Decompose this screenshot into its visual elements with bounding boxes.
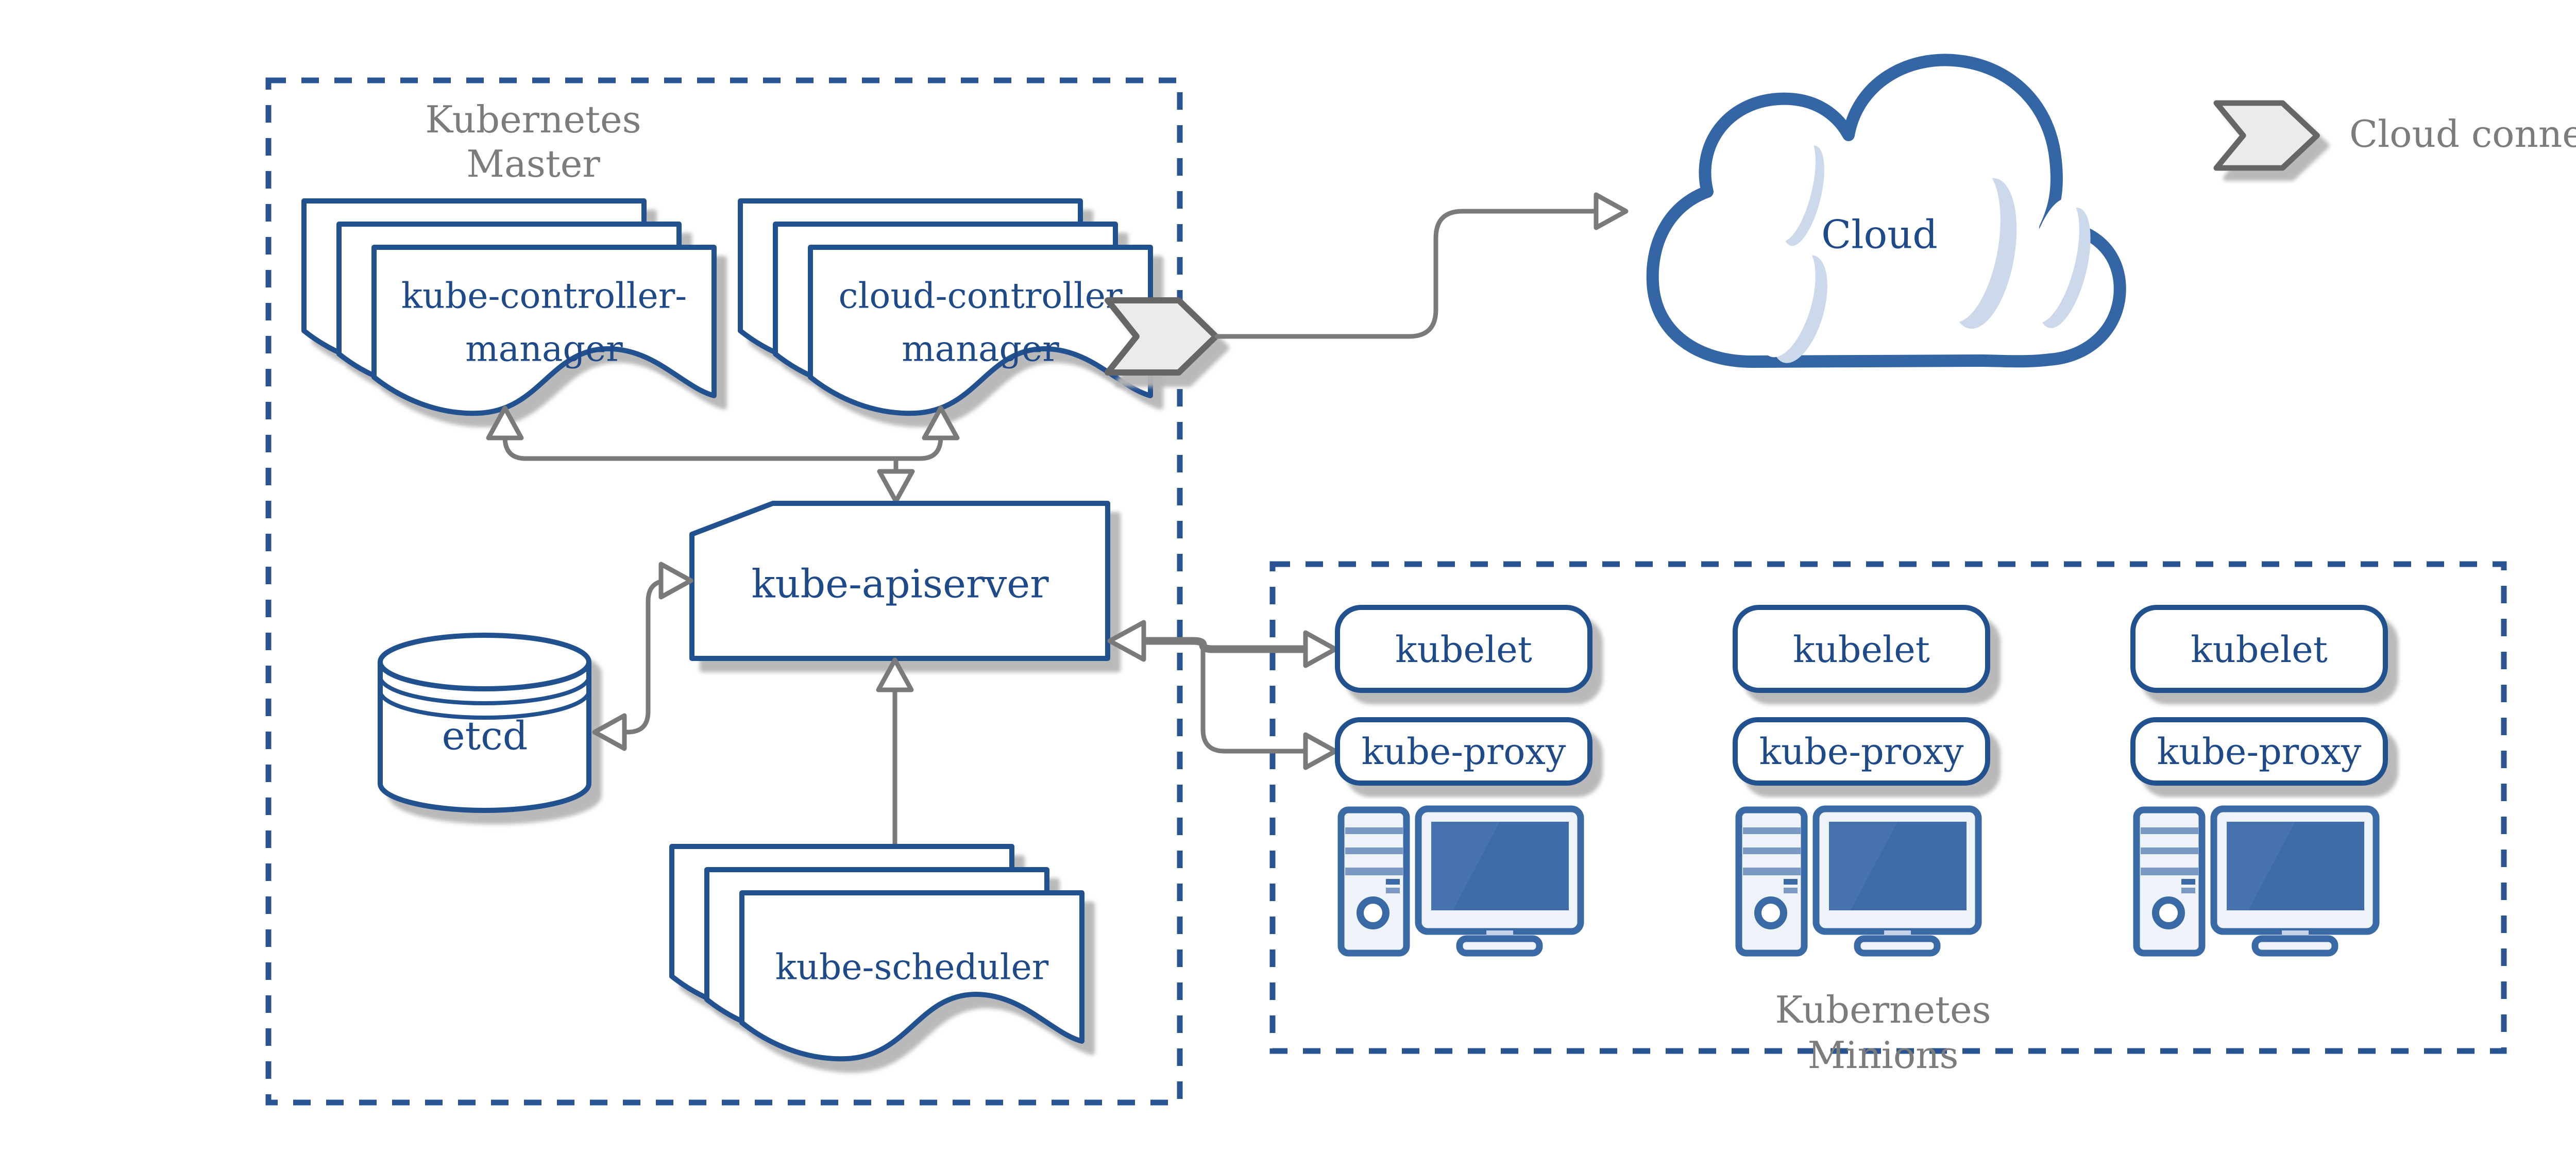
kubelet-label: kubelet <box>1395 629 1532 671</box>
kube-proxy-label: kube-proxy <box>1759 731 1964 773</box>
database-cylinder-icon <box>378 633 591 813</box>
minion-node-1: kubelet kube-proxy <box>1335 605 1592 957</box>
kube-controller-manager-node: kube-controller- manager <box>304 201 714 413</box>
cloud-connector-legend: Cloud connector <box>2216 103 2576 168</box>
kube-apiserver-card <box>689 501 1110 661</box>
etcd-node: etcd <box>378 633 591 813</box>
arrowhead-up <box>876 657 914 692</box>
kube-proxy-box <box>1733 717 1990 786</box>
master-title-line2: Master <box>466 142 600 185</box>
cloud-controller-manager-node: cloud-controller manager <box>740 201 1150 413</box>
kubelet-label: kubelet <box>2191 629 2328 671</box>
apiserver-minions-arrow <box>1107 620 1338 770</box>
kube-proxy-box <box>1335 717 1592 786</box>
minion-node-3: kubelet kube-proxy <box>2130 605 2388 957</box>
kube-proxy-box <box>2130 717 2388 786</box>
kube-proxy-label: kube-proxy <box>2157 731 2362 773</box>
cloud-controller-manager-label-line1: cloud-controller <box>839 276 1123 317</box>
kubelet-box <box>1733 605 1990 693</box>
arrowhead-up <box>922 405 960 440</box>
power-button-icon <box>1357 896 1389 929</box>
computer-icon <box>1735 805 1982 957</box>
arrowhead-down <box>877 469 915 504</box>
cloud-connector-legend-label: Cloud connector <box>2349 112 2576 156</box>
computer-icon <box>1337 805 1584 957</box>
cloud-controller-manager-label-line2: manager <box>902 329 1059 370</box>
connector-cloud-arrow <box>1214 192 1629 339</box>
etcd-label: etcd <box>442 713 528 759</box>
cloud-connector-icon <box>2216 103 2317 168</box>
kubelet-box <box>1335 605 1592 693</box>
controllers-apiserver-arrow <box>486 405 960 504</box>
kubernetes-master-boundary <box>265 77 1183 1106</box>
kube-scheduler-node: kube-scheduler <box>672 846 1082 1059</box>
computer-icon <box>2133 805 2380 957</box>
arrowhead-left <box>592 713 627 751</box>
kubelet-box <box>2130 605 2388 693</box>
master-title-line1: Kubernetes <box>425 98 641 141</box>
minions-title-line2: Minions <box>1808 1033 1959 1077</box>
kube-apiserver-node: kube-apiserver <box>689 501 1110 661</box>
arrowhead-right <box>658 562 693 600</box>
power-button-icon <box>1754 896 1787 929</box>
kube-scheduler-label: kube-scheduler <box>775 947 1049 988</box>
arrowhead-up <box>486 405 524 440</box>
kube-controller-manager-label-line1: kube-controller- <box>401 276 687 317</box>
kube-apiserver-label: kube-apiserver <box>751 561 1049 607</box>
arrowhead-left <box>1107 620 1146 662</box>
kube-proxy-label: kube-proxy <box>1362 731 1566 773</box>
cloud-highlight <box>1758 137 2091 363</box>
arrowhead-right <box>1303 630 1338 668</box>
kubelet-label: kubelet <box>1793 629 1930 671</box>
cloud-node: Cloud <box>1646 54 2126 368</box>
arrowhead-right <box>1303 732 1338 770</box>
etcd-apiserver-arrow <box>592 562 693 751</box>
cloud-label: Cloud <box>1821 212 1938 258</box>
kube-controller-manager-label-line2: manager <box>465 329 623 370</box>
arrowhead-right <box>1594 192 1629 230</box>
minion-node-2: kubelet kube-proxy <box>1733 605 1990 957</box>
power-button-icon <box>2152 896 2185 929</box>
minions-title-line1: Kubernetes <box>1775 988 1991 1031</box>
